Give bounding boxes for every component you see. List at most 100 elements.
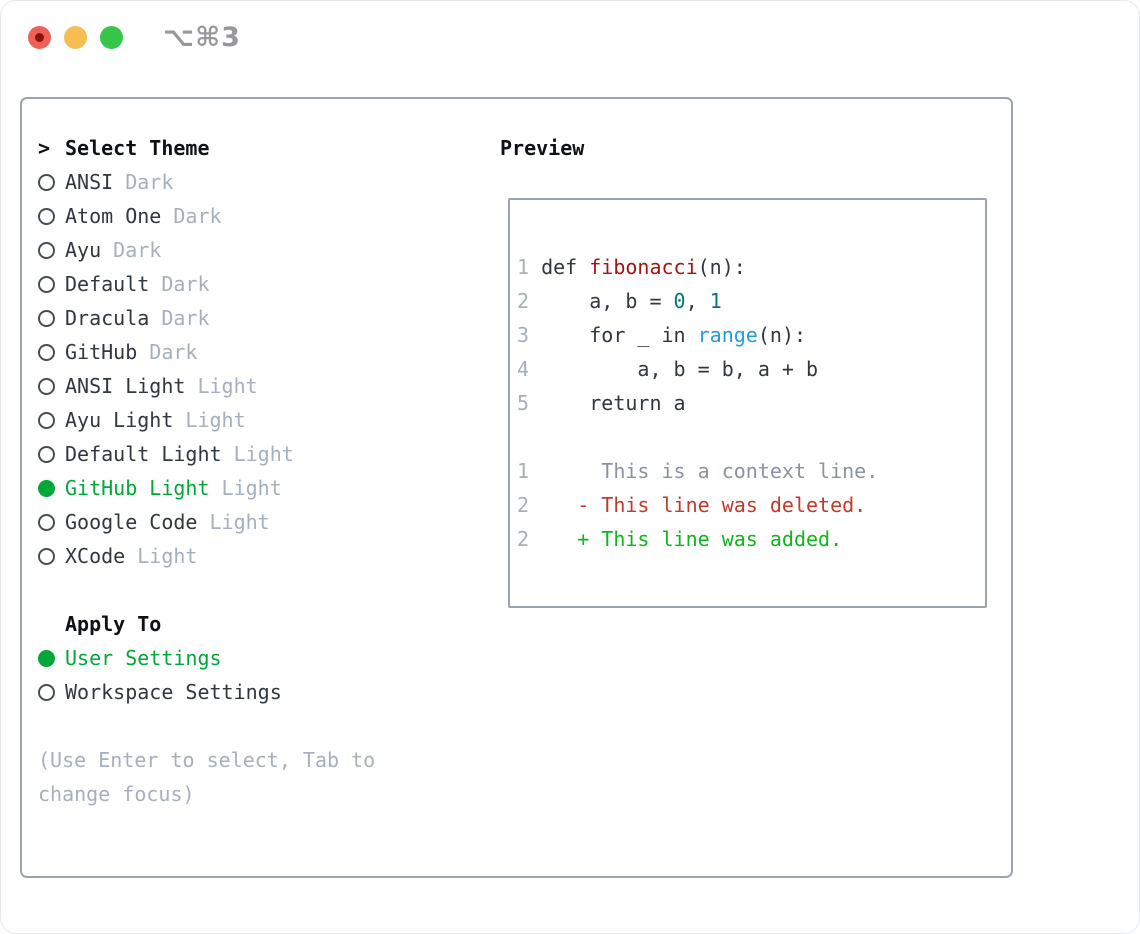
token-teal: 1 — [709, 289, 722, 313]
minimize-traffic-light-icon[interactable] — [64, 26, 87, 49]
radio-ring-shape — [38, 207, 55, 225]
radio-ring-shape — [38, 411, 55, 429]
token-lnum: 5 — [517, 391, 542, 415]
theme-variant-tag: Light — [197, 510, 270, 534]
token-red: fibonacci — [589, 255, 698, 279]
radio-ring-shape — [38, 241, 55, 259]
theme-variant-tag: Light — [173, 408, 246, 432]
theme-variant-tag: Dark — [161, 204, 222, 228]
radio-icon — [38, 411, 65, 429]
radio-ring-shape — [38, 683, 55, 701]
zoom-traffic-light-icon[interactable] — [100, 26, 123, 49]
preview-line: 2 + This line was added. — [517, 522, 985, 556]
preview-blank-line — [517, 420, 985, 454]
theme-option-github-dark[interactable]: GitHub Dark — [38, 335, 375, 369]
token-add: + This line was added. — [541, 527, 843, 551]
theme-option-ayu-light-light[interactable]: Ayu Light Light — [38, 403, 375, 437]
theme-variant-tag: Light — [125, 544, 198, 568]
radio-icon — [38, 683, 65, 701]
keyboard-hint-line-1: (Use Enter to select, Tab to — [38, 748, 376, 772]
theme-option-ansi-light-light[interactable]: ANSI Light Light — [38, 369, 375, 403]
preview-line: 1 def fibonacci(n): — [517, 250, 985, 284]
theme-name: Ayu — [65, 238, 102, 262]
window-title: ⌥⌘3 — [163, 22, 241, 53]
theme-name: Default Light — [65, 442, 222, 466]
theme-option-google-code-light[interactable]: Google Code Light — [38, 505, 375, 539]
radio-icon — [38, 547, 65, 565]
preview-title: Preview — [500, 136, 585, 160]
radio-icon — [38, 445, 65, 463]
radio-ring-shape — [38, 513, 55, 531]
apply-option-workspace-settings[interactable]: Workspace Settings — [38, 675, 375, 709]
token-del: - This line was deleted. — [541, 493, 867, 517]
token-lnum: 2 — [517, 289, 542, 313]
token-lnum: 2 — [517, 527, 542, 551]
theme-variant-tag: Dark — [101, 238, 162, 262]
theme-variant-tag: Dark — [149, 272, 210, 296]
title-bar: ⌥⌘3 — [0, 0, 1140, 75]
theme-name: Google Code — [65, 510, 198, 534]
preview-line: 4 a, b = b, a + b — [517, 352, 985, 386]
theme-variant-tag: Light — [209, 476, 282, 500]
theme-variant-tag: Light — [185, 374, 258, 398]
close-traffic-light-icon[interactable] — [28, 26, 51, 49]
selection-cursor-icon: > — [38, 136, 51, 160]
token-code: , — [685, 289, 710, 313]
theme-name: Atom One — [65, 204, 162, 228]
theme-option-default-dark[interactable]: Default Dark — [38, 267, 375, 301]
token-code: for _ in — [541, 323, 698, 347]
theme-variant-tag: Dark — [113, 170, 174, 194]
theme-option-ansi-dark[interactable]: ANSI Dark — [38, 165, 375, 199]
theme-name: XCode — [65, 544, 126, 568]
theme-list-title: Select Theme — [65, 136, 210, 160]
preview-lines: 1 def fibonacci(n):2 a, b = 0, 1 3 for _ … — [510, 200, 985, 556]
preview-line: 1 This is a context line. — [517, 454, 985, 488]
theme-option-ayu-dark[interactable]: Ayu Dark — [38, 233, 375, 267]
theme-name: Ayu Light — [65, 408, 174, 432]
token-lnum: 3 — [517, 323, 542, 347]
token-lnum: 4 — [517, 357, 542, 381]
theme-name: Default — [65, 272, 150, 296]
theme-variant-tag: Dark — [149, 306, 210, 330]
radio-selected-icon — [38, 479, 65, 497]
radio-selected-icon — [38, 649, 65, 667]
radio-ring-shape — [38, 275, 55, 293]
keyboard-hint-line-2: change focus) — [38, 782, 195, 806]
theme-option-xcode-light[interactable]: XCode Light — [38, 539, 375, 573]
apply-option-label: Workspace Settings — [65, 680, 282, 704]
theme-option-github-light-light[interactable]: GitHub Light Light — [38, 471, 375, 505]
theme-option-default-light-light[interactable]: Default Light Light — [38, 437, 375, 471]
token-lnum: 1 — [517, 459, 542, 483]
preview-header-row: Preview — [500, 131, 584, 165]
token-code: a, b = b, a + b — [541, 357, 819, 381]
apply-to-header-row: Apply To — [38, 607, 375, 641]
apply-option-label: User Settings — [65, 646, 222, 670]
token-teal: 0 — [673, 289, 686, 313]
radio-dot-shape — [38, 479, 55, 497]
token-lnum: 2 — [517, 493, 542, 517]
radio-icon — [38, 513, 65, 531]
radio-icon — [38, 377, 65, 395]
radio-ring-shape — [38, 309, 55, 327]
theme-option-atom-one-dark[interactable]: Atom One Dark — [38, 199, 375, 233]
theme-name: Dracula — [65, 306, 150, 330]
theme-name: GitHub — [65, 340, 138, 364]
theme-name: ANSI — [65, 170, 114, 194]
theme-option-dracula-dark[interactable]: Dracula Dark — [38, 301, 375, 335]
apply-option-user-settings[interactable]: User Settings — [38, 641, 375, 675]
preview-box: 1 def fibonacci(n):2 a, b = 0, 1 3 for _ … — [508, 198, 987, 608]
radio-icon — [38, 241, 65, 259]
preview-line: 2 a, b = 0, 1 — [517, 284, 985, 318]
radio-icon — [38, 207, 65, 225]
token-blue: range — [697, 323, 758, 347]
radio-dot-shape — [38, 649, 55, 667]
radio-ring-shape — [38, 445, 55, 463]
theme-variant-tag: Dark — [137, 340, 198, 364]
radio-icon — [38, 309, 65, 327]
preview-line: 2 - This line was deleted. — [517, 488, 985, 522]
spacer — [38, 573, 375, 607]
